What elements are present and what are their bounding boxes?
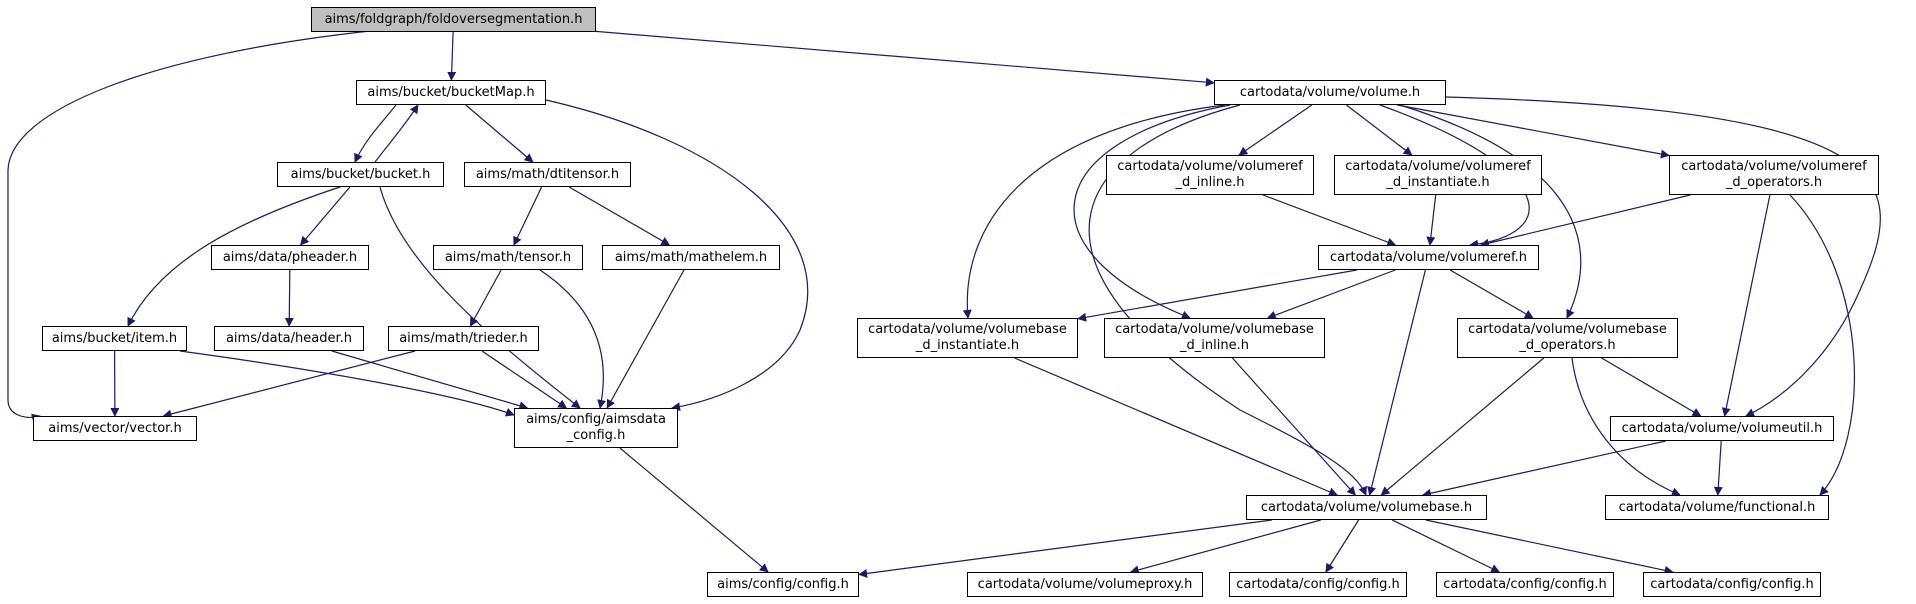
edge-volumebase-to-cartodata-config-1 bbox=[1325, 519, 1360, 573]
edge-mathelem-to-aimsdata-config bbox=[606, 269, 685, 409]
node-root: aims/foldgraph/foldoversegmentation.h bbox=[311, 7, 596, 32]
node-volume[interactable]: cartodata/volume/volume.h bbox=[1214, 80, 1446, 105]
node-aimsdata-config[interactable]: aims/config/aimsdata _config.h bbox=[514, 408, 678, 448]
edge-volumeref-to-volumebase-instantiate bbox=[1077, 269, 1358, 322]
edge-volume-to-volumeref-instantiate bbox=[1346, 104, 1413, 156]
edge-aimsdata-config-to-aims-config bbox=[619, 447, 769, 573]
edge-tensor-to-trieder bbox=[469, 269, 502, 327]
edge-volume-to-volumebase-operators bbox=[1399, 104, 1582, 319]
edge-bucket-to-pheader bbox=[300, 186, 351, 246]
edge-dtitensor-to-tensor bbox=[513, 186, 543, 246]
node-volumebase-inline[interactable]: cartodata/volume/volumebase _d_inline.h bbox=[1104, 318, 1325, 358]
node-cartodata-config-2[interactable]: cartodata/config/config.h bbox=[1436, 572, 1614, 597]
node-volumeref-instantiate[interactable]: cartodata/volume/volumeref _d_instantiat… bbox=[1334, 155, 1542, 195]
edge-volumebase-operators-to-functional bbox=[1571, 357, 1681, 497]
edge-volumebase-inline-to-volumebase bbox=[1231, 357, 1356, 496]
edge-root-to-volume bbox=[595, 30, 1215, 87]
edge-volume-to-volumeutil bbox=[1445, 96, 1881, 417]
node-header[interactable]: aims/data/header.h bbox=[214, 326, 364, 351]
edge-volumebase-to-cartodata-config-3 bbox=[1425, 519, 1674, 575]
edge-volumeref-operators-to-functional bbox=[1789, 194, 1855, 496]
edge-volume-to-volumebase-inline bbox=[1073, 104, 1231, 320]
edge-volumebase-operators-to-volumebase bbox=[1380, 357, 1545, 496]
edge-trieder-to-aimsdata-config bbox=[481, 350, 568, 409]
edge-bucketmap-to-dtitensor bbox=[465, 104, 534, 163]
edge-volumebase-to-cartodata-config-2 bbox=[1391, 519, 1501, 573]
node-aims-config[interactable]: aims/config/config.h bbox=[707, 572, 859, 597]
edge-bucket-to-item bbox=[127, 186, 341, 327]
node-volumeref-operators[interactable]: cartodata/volume/volumeref _d_operators.… bbox=[1669, 155, 1879, 195]
edge-volumeref-instantiate-to-volumeref bbox=[1426, 194, 1437, 246]
edge-volumeutil-to-functional bbox=[1713, 440, 1723, 496]
node-bucket[interactable]: aims/bucket/bucket.h bbox=[277, 162, 444, 187]
edge-volumeref-inline-to-volumeref bbox=[1262, 194, 1397, 247]
edge-volume-to-volumeref-inline bbox=[1238, 104, 1313, 156]
node-volumebase-operators[interactable]: cartodata/volume/volumebase _d_operators… bbox=[1457, 318, 1678, 358]
edge-volumeref-operators-to-volumeutil bbox=[1721, 194, 1771, 417]
node-volumeutil[interactable]: cartodata/volume/volumeutil.h bbox=[1610, 416, 1834, 441]
edge-root-to-vector bbox=[7, 30, 371, 423]
edge-volumebase-instantiate-to-volumebase bbox=[1014, 357, 1338, 496]
node-functional[interactable]: cartodata/volume/functional.h bbox=[1605, 495, 1829, 520]
edge-volumeref-operators-to-volumeref bbox=[1479, 194, 1691, 248]
edge-bucket-to-aimsdata-config bbox=[379, 186, 581, 409]
edge-bucketmap-to-bucket bbox=[354, 104, 397, 163]
node-volumebase-instantiate[interactable]: cartodata/volume/volumebase _d_instantia… bbox=[857, 318, 1078, 358]
edge-volume-to-volumebase-instantiate bbox=[962, 104, 1226, 319]
node-volumeproxy[interactable]: cartodata/volume/volumeproxy.h bbox=[967, 572, 1203, 597]
edge-tensor-to-aimsdata-config bbox=[539, 269, 607, 409]
node-tensor[interactable]: aims/math/tensor.h bbox=[433, 245, 583, 270]
edge-root-to-bucketmap bbox=[447, 31, 457, 81]
edge-bucketmap-to-aimsdata-config bbox=[545, 99, 809, 412]
node-item[interactable]: aims/bucket/item.h bbox=[42, 326, 187, 351]
edge-volumeutil-to-volumebase bbox=[1421, 440, 1666, 498]
node-pheader[interactable]: aims/data/pheader.h bbox=[211, 245, 369, 270]
node-volumeref-inline[interactable]: cartodata/volume/volumeref _d_inline.h bbox=[1106, 155, 1314, 195]
edge-volumeref-to-volumebase-inline bbox=[1266, 269, 1396, 320]
node-mathelem[interactable]: aims/math/mathelem.h bbox=[602, 245, 780, 270]
edge-trieder-to-vector bbox=[162, 350, 416, 419]
edge-pheader-to-header bbox=[284, 269, 294, 327]
node-bucketmap[interactable]: aims/bucket/bucketMap.h bbox=[356, 80, 546, 105]
node-cartodata-config-3[interactable]: cartodata/config/config.h bbox=[1643, 572, 1821, 597]
edge-item-to-aimsdata-config bbox=[179, 350, 515, 417]
node-volumeref[interactable]: cartodata/volume/volumeref.h bbox=[1318, 245, 1539, 270]
edge-dtitensor-to-mathelem bbox=[568, 186, 671, 246]
node-trieder[interactable]: aims/math/trieder.h bbox=[388, 326, 539, 351]
edge-volumebase-to-volumeproxy bbox=[1129, 519, 1321, 575]
edge-volumebase-to-aims-config bbox=[858, 519, 1272, 578]
edge-volumeref-to-volumebase bbox=[1367, 269, 1426, 496]
edge-volumeref-to-volumebase-operators bbox=[1449, 269, 1534, 319]
node-dtitensor[interactable]: aims/math/dtitensor.h bbox=[464, 162, 631, 187]
edge-volumebase-operators-to-volumeutil bbox=[1601, 357, 1702, 417]
edge-bucket-to-bucketmap bbox=[374, 104, 419, 163]
node-volumebase[interactable]: cartodata/volume/volumebase.h bbox=[1246, 495, 1487, 520]
node-cartodata-config-1[interactable]: cartodata/config/config.h bbox=[1229, 572, 1407, 597]
node-vector[interactable]: aims/vector/vector.h bbox=[33, 416, 197, 441]
edge-volume-to-volumeref-operators bbox=[1397, 104, 1670, 159]
edge-volume-to-volumeref bbox=[1379, 104, 1530, 249]
edge-header-to-aimsdata-config bbox=[331, 350, 529, 411]
